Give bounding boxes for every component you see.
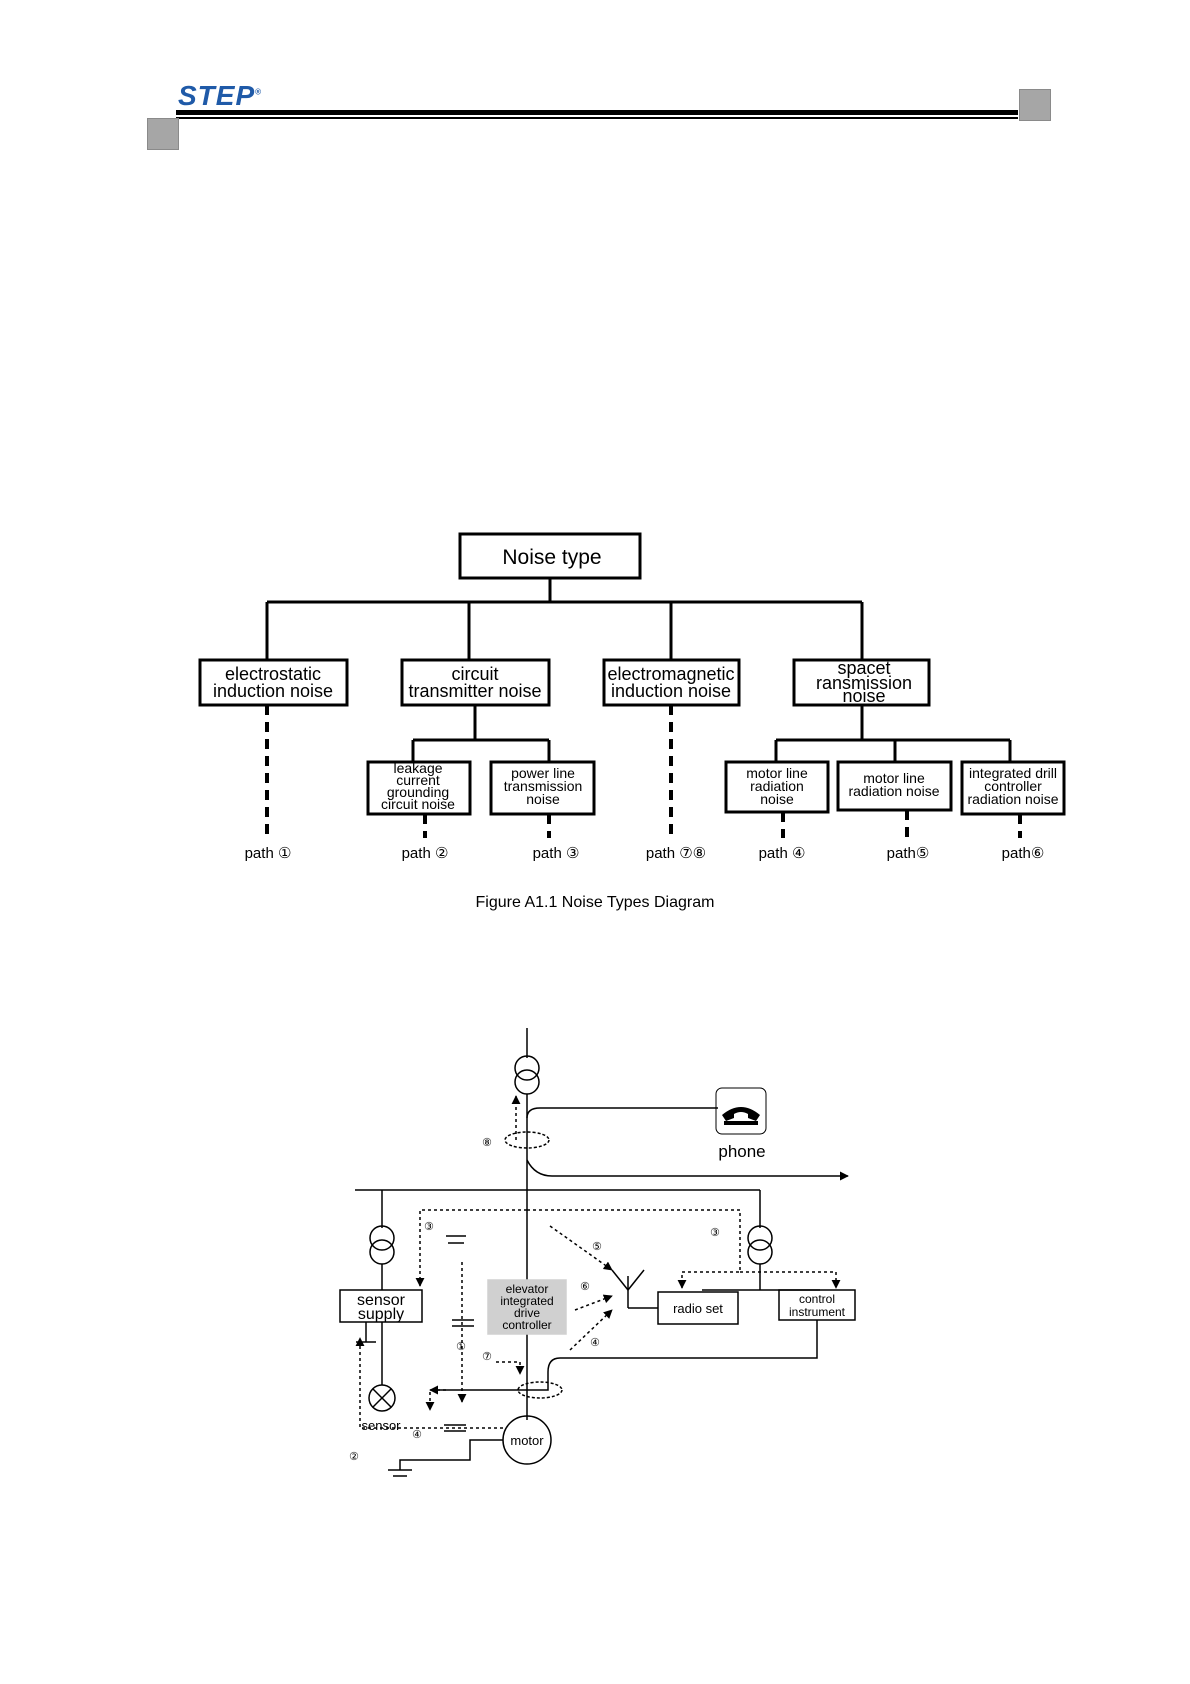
noise-path-6 bbox=[574, 1294, 613, 1311]
category-4-line1: spacet bbox=[837, 658, 890, 678]
category-2-line1: circuit bbox=[451, 664, 498, 684]
sub-motor2-line1: motor line bbox=[863, 770, 925, 786]
phone-icon bbox=[722, 1107, 760, 1125]
sub-box-leakage bbox=[366, 760, 472, 816]
noise-path-4 bbox=[569, 1309, 613, 1351]
marker-6: ⑥ bbox=[580, 1281, 590, 1293]
noise-paths-circuit: phone sensor supply elevator integrated … bbox=[339, 1028, 856, 1477]
control-instrument-label-1: control bbox=[799, 1292, 835, 1306]
antenna-left bbox=[611, 1269, 629, 1291]
header-rule-thick bbox=[176, 110, 1018, 115]
marker-3-left: ③ bbox=[424, 1221, 434, 1233]
noise-types-diagram: Noise type electrostatic induction noise… bbox=[198, 532, 1066, 862]
marker-7: ⑦ bbox=[482, 1351, 492, 1363]
top-transformer-upper bbox=[514, 1055, 540, 1081]
category-box-1 bbox=[198, 658, 349, 707]
sub-box-motor-line-2 bbox=[836, 760, 953, 812]
category-4-line2: ransmission bbox=[816, 673, 912, 693]
sub-box-motor-line-1 bbox=[724, 760, 830, 814]
ferrite-ring-top bbox=[504, 1131, 550, 1149]
noise-path-5 bbox=[549, 1225, 613, 1271]
sub-leakage-line3: grounding bbox=[387, 784, 449, 800]
sub-power-line3: noise bbox=[526, 791, 560, 807]
phone-box bbox=[715, 1087, 767, 1135]
sensor-label: sensor bbox=[361, 1418, 401, 1433]
sub-motor1-line3: noise bbox=[760, 791, 794, 807]
controller-label-3: drive bbox=[514, 1306, 540, 1320]
category-1-line2: induction noise bbox=[213, 681, 333, 701]
logo-text: STEP bbox=[178, 80, 256, 111]
top-transformer-lower bbox=[514, 1069, 540, 1095]
sub-box-power-line bbox=[489, 760, 596, 816]
category-1-line1: electrostatic bbox=[225, 664, 321, 684]
controller-box bbox=[487, 1279, 567, 1335]
marker-4-left: ④ bbox=[412, 1429, 422, 1441]
header-square-left bbox=[147, 118, 179, 150]
left-transformer-upper bbox=[369, 1225, 395, 1251]
marker-2: ② bbox=[349, 1451, 359, 1463]
sensor-supply-box bbox=[339, 1289, 423, 1323]
path-label-3: path ③ bbox=[533, 845, 580, 862]
right-transformer-lower bbox=[747, 1239, 773, 1265]
noise-path-3-left bbox=[415, 1209, 527, 1287]
marker-8: ⑧ bbox=[482, 1137, 492, 1149]
sub-drill-line2: controller bbox=[984, 778, 1042, 794]
brand-logo: STEP® bbox=[178, 80, 262, 112]
sensor-symbol bbox=[368, 1384, 396, 1412]
radio-set-label: radio set bbox=[673, 1301, 723, 1316]
path-label-1: path ① bbox=[245, 845, 292, 862]
phone-label: phone bbox=[718, 1142, 765, 1161]
header-square-right bbox=[1019, 89, 1051, 121]
marker-4-right: ④ bbox=[590, 1337, 600, 1349]
sub-drill-line1: integrated drill bbox=[969, 765, 1057, 781]
sub-motor2-line2: radiation noise bbox=[848, 783, 939, 799]
marker-3-right: ③ bbox=[710, 1227, 720, 1239]
path-label-78: path ⑦⑧ bbox=[646, 845, 706, 862]
noise-path-7 bbox=[496, 1361, 525, 1375]
category-2-line2: transmitter noise bbox=[408, 681, 541, 701]
sub-leakage-line2: current bbox=[396, 772, 440, 788]
antenna-right bbox=[627, 1269, 645, 1291]
logo-registered-mark: ® bbox=[255, 87, 263, 97]
sensor-supply-label-2: supply bbox=[358, 1306, 404, 1323]
sub-motor1-line2: radiation bbox=[750, 778, 804, 794]
category-3-line2: induction noise bbox=[611, 681, 731, 701]
category-4-line3: noise bbox=[842, 686, 885, 706]
path-label-2: path ② bbox=[402, 845, 449, 862]
controller-label-1: elevator bbox=[506, 1282, 549, 1296]
instrument-cable bbox=[429, 1320, 818, 1395]
phone-line bbox=[526, 1107, 718, 1119]
root-label: Noise type bbox=[502, 546, 601, 569]
controller-label-2: integrated bbox=[500, 1294, 553, 1308]
right-transformer-upper bbox=[747, 1225, 773, 1251]
left-transformer-lower bbox=[369, 1239, 395, 1265]
sub-motor1-line1: motor line bbox=[746, 765, 808, 781]
motor-label: motor bbox=[510, 1433, 544, 1448]
header-rule-thin bbox=[176, 117, 1018, 119]
feed-to-right bbox=[526, 1159, 849, 1181]
marker-5: ⑤ bbox=[592, 1241, 602, 1253]
path-label-6: path⑥ bbox=[1002, 845, 1045, 862]
noise-path-3-instrument bbox=[740, 1271, 841, 1289]
sub-drill-line3: radiation noise bbox=[967, 791, 1058, 807]
motor-ground-line bbox=[399, 1439, 503, 1470]
control-instrument-label-2: instrument bbox=[789, 1305, 846, 1319]
marker-1: ① bbox=[456, 1341, 466, 1353]
controller-label-4: controller bbox=[502, 1318, 551, 1332]
ferrite-ring-bottom bbox=[517, 1381, 563, 1399]
sensor-cross-2 bbox=[372, 1388, 392, 1408]
sub-leakage-line4: circuit noise bbox=[381, 796, 455, 812]
sensor-supply-label-1: sensor bbox=[357, 1292, 406, 1309]
path-label-5: path⑤ bbox=[887, 845, 930, 862]
figure-caption: Figure A1.1 Noise Types Diagram bbox=[475, 894, 715, 911]
noise-path-3-right bbox=[527, 1209, 741, 1289]
sub-box-drill-controller bbox=[960, 760, 1066, 816]
category-3-line1: electromagnetic bbox=[607, 664, 734, 684]
path-label-4: path ④ bbox=[759, 845, 806, 862]
noise-path-4-left bbox=[425, 1389, 446, 1411]
sub-leakage-line1: leakage bbox=[393, 760, 442, 776]
sub-power-line2: transmission bbox=[504, 778, 583, 794]
sub-power-line1: power line bbox=[511, 765, 575, 781]
